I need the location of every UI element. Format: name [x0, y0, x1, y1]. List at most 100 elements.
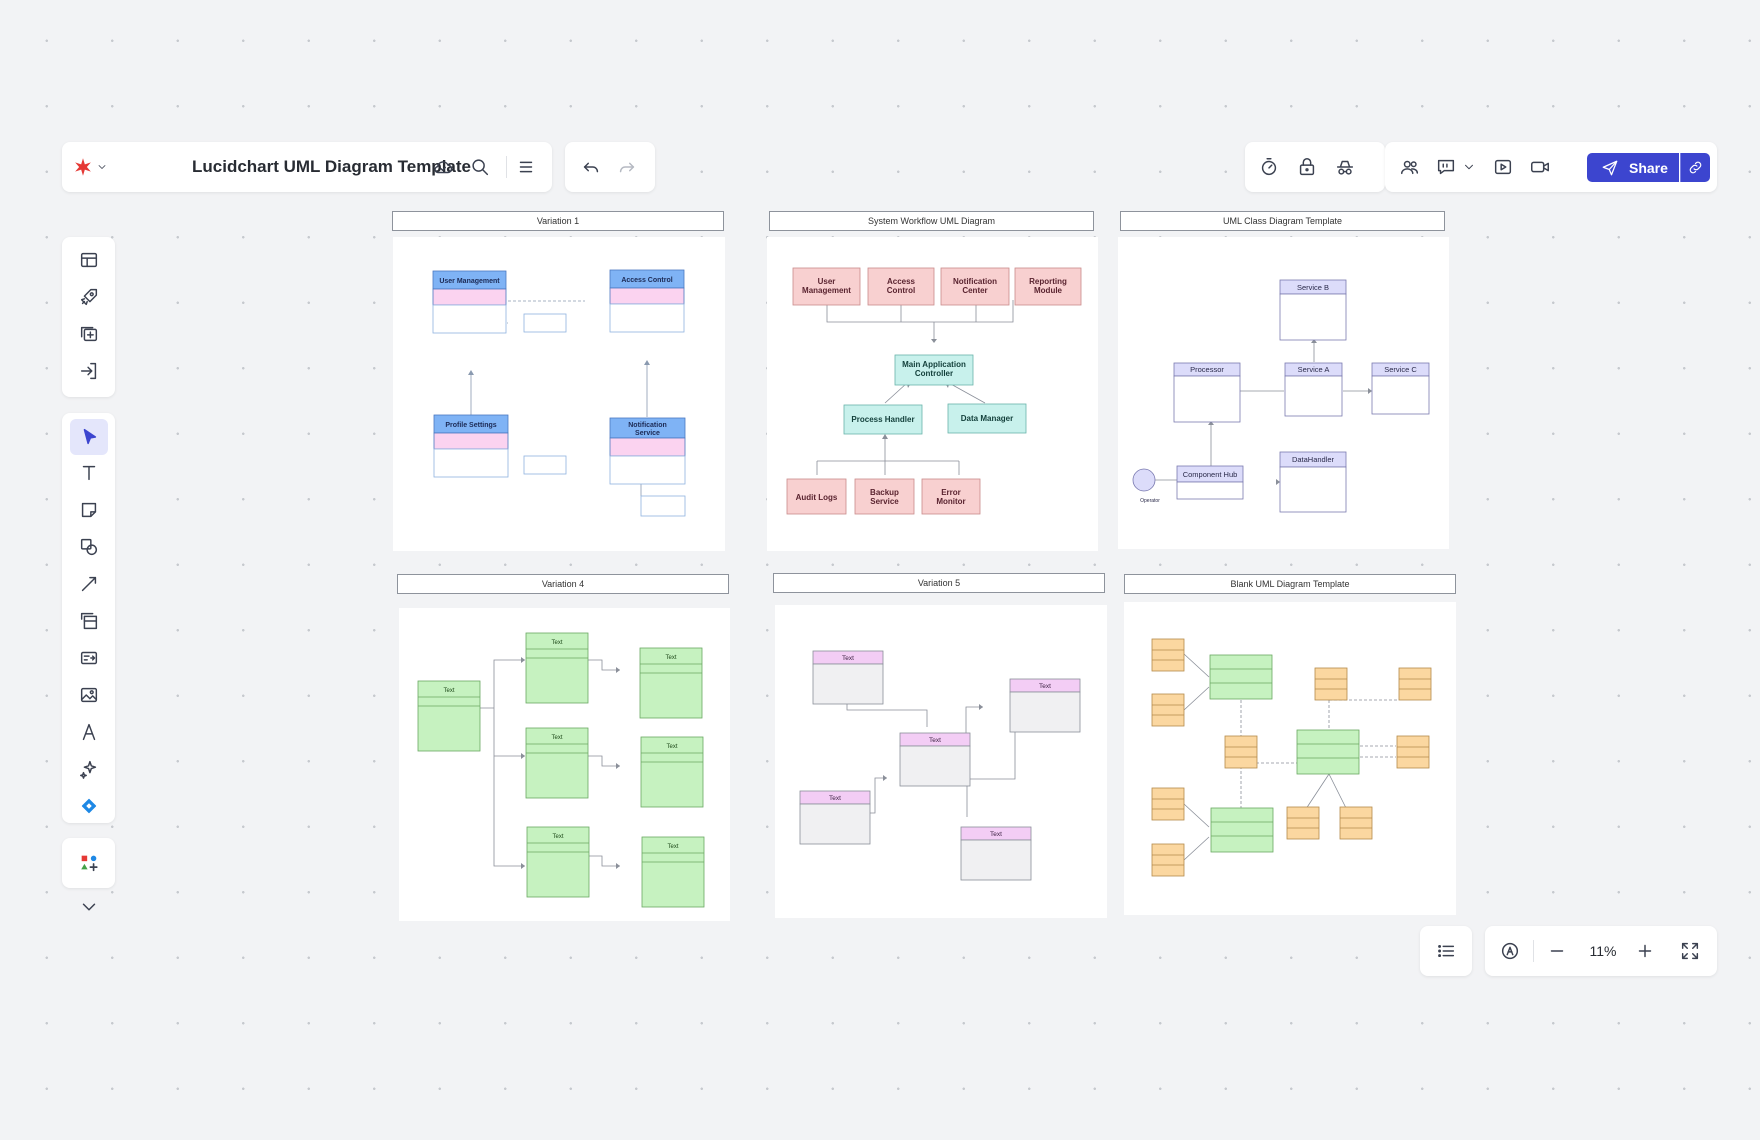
variation-5-diagram: Text Text Text Text Text: [799, 650, 1081, 881]
blank-uml-diagram: [1151, 638, 1432, 877]
svg-text:Text: Text: [551, 640, 562, 646]
node-error-monitor: [921, 478, 981, 515]
diagram-frame[interactable]: User Management Access Control Profile S…: [393, 237, 725, 551]
search-icon[interactable]: [463, 150, 497, 184]
variation-4-diagram: Text Text Text Text Text Text Text: [417, 632, 705, 908]
lock-icon[interactable]: [1290, 150, 1324, 184]
svg-text:Controller: Controller: [915, 369, 953, 378]
font-icon[interactable]: [72, 715, 106, 749]
svg-text:Text: Text: [990, 831, 1002, 838]
collaborators-icon[interactable]: [1393, 150, 1427, 184]
svg-text:Service A: Service A: [1298, 365, 1330, 374]
svg-text:Data Manager: Data Manager: [961, 414, 1013, 423]
svg-text:Text: Text: [829, 795, 841, 802]
class-datahandler: DataHandler: [1279, 451, 1347, 513]
line-icon[interactable]: [72, 567, 106, 601]
class-component-hub: Component Hub: [1176, 465, 1244, 500]
svg-text:Processor: Processor: [1190, 365, 1224, 374]
timer-icon[interactable]: [1252, 150, 1286, 184]
divider: [1533, 940, 1534, 962]
svg-text:Reporting: Reporting: [1029, 277, 1067, 286]
class-notification-service: Notification Service: [609, 417, 686, 485]
svg-text:Access Control: Access Control: [621, 277, 672, 284]
svg-text:DataHandler: DataHandler: [1292, 455, 1335, 464]
svg-text:Audit Logs: Audit Logs: [796, 493, 838, 502]
svg-text:Control: Control: [887, 286, 915, 295]
zoom-level[interactable]: 11%: [1589, 943, 1617, 959]
svg-text:Monitor: Monitor: [936, 497, 965, 506]
green-classes: Text Text Text Text Text Text Text: [417, 632, 705, 908]
document-title[interactable]: Lucidchart UML Diagram Template: [192, 157, 471, 176]
class-service-c: Service C: [1371, 362, 1430, 415]
select-icon[interactable]: [70, 419, 108, 455]
frame-title[interactable]: Variation 5: [773, 573, 1105, 593]
svg-text:Text: Text: [443, 688, 454, 694]
present-icon[interactable]: [1486, 150, 1520, 184]
chevron-down-icon[interactable]: [93, 150, 111, 184]
comment-icon[interactable]: [1429, 150, 1463, 184]
shapes-icon[interactable]: [72, 530, 106, 564]
image-icon[interactable]: [72, 678, 106, 712]
rocket-icon[interactable]: [72, 280, 106, 314]
zoom-out-icon[interactable]: [1540, 934, 1574, 968]
svg-text:Component Hub: Component Hub: [1183, 470, 1238, 479]
node-audit-logs: [786, 478, 847, 515]
diagram-frame[interactable]: Service B Processor Service A Service C …: [1118, 237, 1449, 549]
chevron-down-icon[interactable]: [1459, 150, 1479, 184]
frame-icon[interactable]: [72, 604, 106, 638]
frame-title[interactable]: Variation 4: [397, 574, 729, 594]
zoom-panel: 11%: [1485, 926, 1717, 976]
tools-panel: [1245, 142, 1385, 192]
frame-title[interactable]: System Workflow UML Diagram: [769, 211, 1094, 231]
text-icon[interactable]: [72, 456, 106, 490]
ai-sparkle-icon[interactable]: [72, 752, 106, 786]
svg-text:Backup: Backup: [870, 488, 899, 497]
svg-text:Service: Service: [870, 497, 899, 506]
diagram-frame[interactable]: Text Text Text Text Text: [775, 605, 1107, 918]
zoom-in-icon[interactable]: [1628, 934, 1662, 968]
diamond-icon[interactable]: [72, 789, 106, 823]
import-icon[interactable]: [72, 354, 106, 388]
node-access-control: [867, 267, 935, 306]
sticky-note-icon[interactable]: [72, 493, 106, 527]
video-icon[interactable]: [1523, 150, 1557, 184]
incognito-icon[interactable]: [1328, 150, 1362, 184]
class-user-management: User Management: [432, 270, 507, 334]
svg-text:Service: Service: [635, 430, 660, 437]
svg-text:Text: Text: [667, 844, 678, 850]
redo-icon[interactable]: [610, 150, 644, 184]
shape-library-icon[interactable]: [72, 846, 106, 880]
chevron-down-icon[interactable]: [72, 890, 106, 924]
diagram-frame[interactable]: [1124, 602, 1456, 915]
fullscreen-icon[interactable]: [1673, 934, 1707, 968]
left-toolbar-top: [62, 237, 115, 397]
share-plane-icon: [1602, 160, 1618, 175]
svg-text:Text: Text: [1039, 683, 1051, 690]
accessibility-icon[interactable]: [1493, 934, 1527, 968]
outline-icon[interactable]: [1429, 934, 1463, 968]
share-button[interactable]: Share: [1587, 153, 1679, 182]
frame-title[interactable]: UML Class Diagram Template: [1120, 211, 1445, 231]
add-page-icon[interactable]: [72, 317, 106, 351]
svg-text:User: User: [818, 277, 836, 286]
svg-text:Text: Text: [552, 834, 563, 840]
undo-icon[interactable]: [574, 150, 608, 184]
left-toolbar-tools: [62, 413, 115, 823]
svg-text:Center: Center: [962, 286, 987, 295]
node-main-controller: [894, 354, 974, 386]
diagram-frame[interactable]: Text Text Text Text Text Text Text: [399, 608, 730, 921]
divider: [506, 156, 507, 178]
cloud-icon[interactable]: [426, 150, 460, 184]
svg-text:Notification: Notification: [628, 422, 667, 429]
frame-title[interactable]: Blank UML Diagram Template: [1124, 574, 1456, 594]
menu-icon[interactable]: [509, 150, 543, 184]
templates-icon[interactable]: [72, 243, 106, 277]
copy-link-button[interactable]: [1680, 153, 1710, 182]
node-backup-service: [854, 478, 915, 515]
undo-redo-panel: [565, 142, 655, 192]
table-icon[interactable]: [72, 641, 106, 675]
lucid-logo-icon[interactable]: [70, 150, 96, 184]
frame-title[interactable]: Variation 1: [392, 211, 724, 231]
